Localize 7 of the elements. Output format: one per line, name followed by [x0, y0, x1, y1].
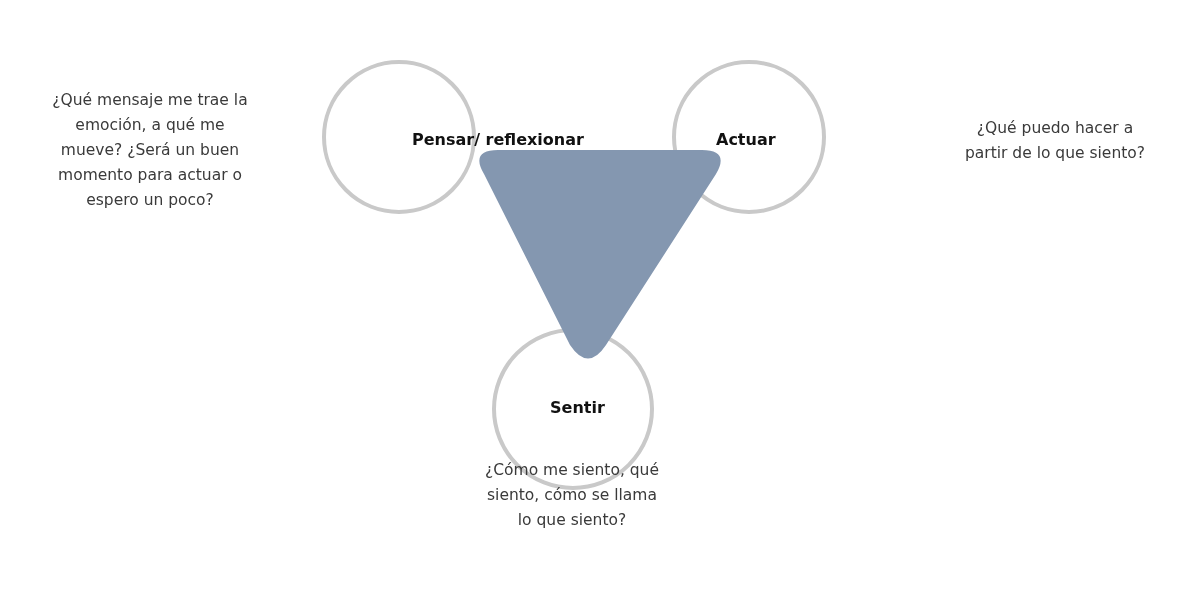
node-label: Sentir: [550, 398, 605, 417]
node-label: Actuar: [716, 130, 776, 149]
question-text: ¿Qué mensaje me trae la emoción, a qué me mueve? ¿Será un buen momento para actuar o espero un poco?: [51, 90, 249, 211]
question-text: ¿Cómo me siento, qué siento, cómo se llama lo que siento?: [484, 460, 660, 531]
question-text: ¿Qué puedo hacer a partir de lo que siento?: [963, 118, 1147, 164]
triangle-shape: [479, 150, 721, 359]
node-label: Pensar/ reflexionar: [412, 130, 584, 149]
